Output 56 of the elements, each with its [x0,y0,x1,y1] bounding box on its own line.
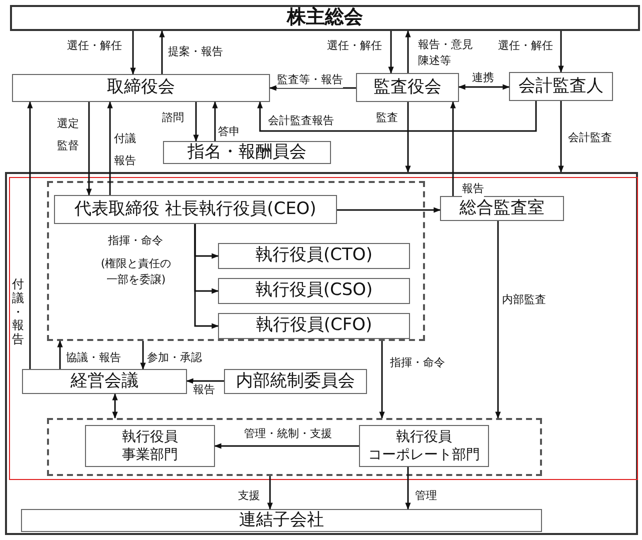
process-box: 経営会議 [22,369,187,394]
edge-label: 指揮・命令 [108,233,163,249]
arrow [27,101,33,369]
arrow [193,102,199,142]
process-box: 監査役会 [356,73,459,102]
arrow [379,341,385,419]
arrow [57,340,63,369]
edge-label: 参加・承認 [147,350,202,366]
arrow [86,102,92,196]
edge-label: 報告 [193,382,215,398]
edge-label: 付議・報告 [12,278,24,347]
note-text: (権限と責任の一部を委譲) [100,256,172,288]
arrow [450,101,456,196]
arrow [186,378,224,384]
arrow [558,101,564,173]
frame-box [47,181,425,341]
arrow [140,341,146,370]
edge-label: 監査等・報告 [277,72,343,88]
process-box: 執行役員(CFO) [218,313,410,339]
arrow [159,30,165,74]
process-box: 内部統制委員会 [224,369,367,394]
arrow [558,31,564,73]
arrow [212,101,218,141]
arrow [458,84,510,90]
edge-label: 報告 [462,181,484,197]
arrow [405,102,411,173]
process-box: 執行役員(CTO) [218,243,410,269]
arrow [257,101,537,132]
process-box: 指名・報酬員会 [163,141,331,164]
arrow [214,443,359,449]
edge-label: 提案・報告 [168,44,223,60]
frame-box [5,172,638,535]
process-box: 執行役員(CSO) [218,278,410,304]
process-box: 連結子会社 [21,509,542,532]
arrow [107,101,113,195]
arrow [388,31,394,74]
edge-label: 会計監査報告 [268,113,334,129]
arrow [337,207,441,213]
arrow [495,221,501,419]
process-box: 株主総会 [10,5,640,31]
process-box: 執行役員 コーポレート部門 [359,425,489,467]
frame-box [47,418,542,476]
process-box: 執行役員 事業部門 [85,425,215,467]
arrow [112,393,118,419]
process-box: 総合監査室 [440,196,564,221]
process-box: 会計監査人 [509,72,613,101]
arrow [130,31,136,75]
process-box: 取締役会 [12,74,270,102]
arrow [405,467,411,510]
arrow [267,476,273,510]
edge-label: 協議・報告 [66,350,121,366]
process-box: 代表取締役 社長執行役員(CEO) [54,195,337,224]
arrow [269,85,356,91]
edge-label: 指揮・命令 [390,355,445,371]
arrow [194,224,219,329]
arrow [405,30,411,73]
